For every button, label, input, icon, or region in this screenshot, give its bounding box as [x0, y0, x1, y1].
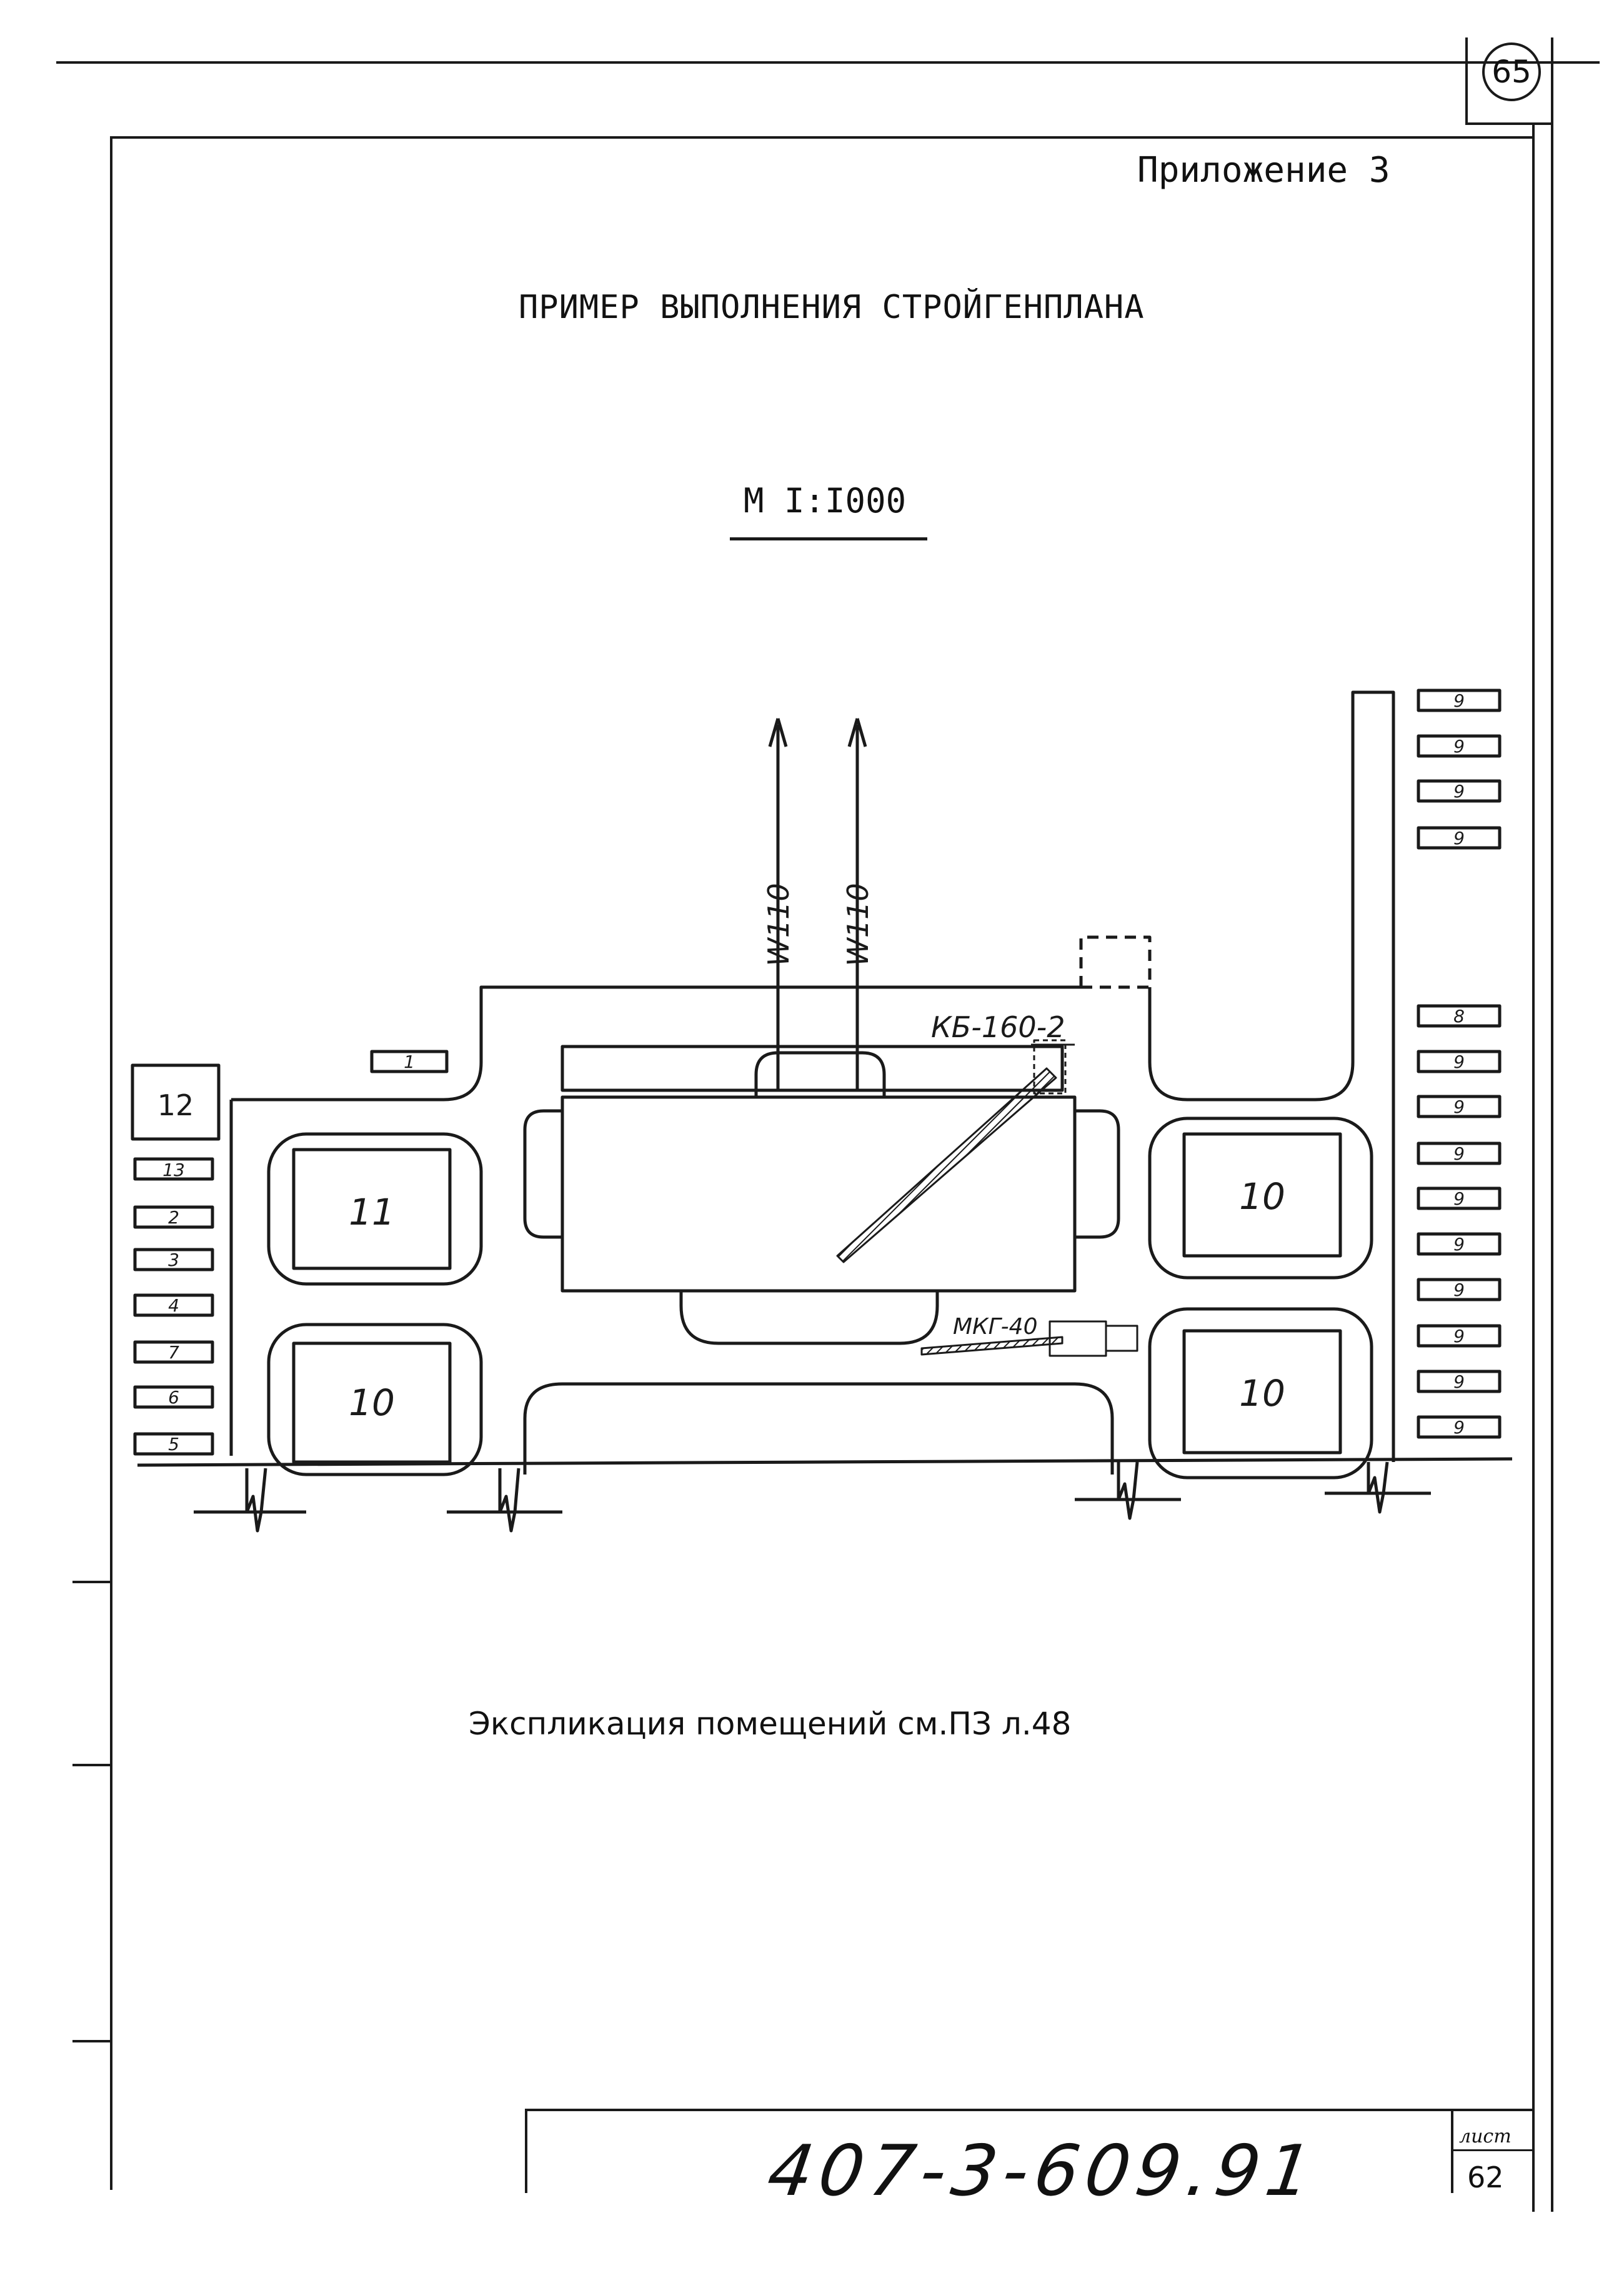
tower-crane-boom	[836, 1067, 1057, 1263]
structure-1-label: 1	[404, 1052, 415, 1072]
right-bottom-label-2: 9	[1453, 1052, 1465, 1072]
title-block-left	[525, 2109, 527, 2193]
right-bottom-label-10: 9	[1453, 1417, 1465, 1438]
left-col-label-2: 2	[168, 1207, 179, 1228]
right-top-label-3: 9	[1453, 781, 1465, 802]
site-road-outline	[231, 690, 1395, 1462]
block-upper-right	[1182, 1132, 1342, 1258]
structure-12-label: 12	[157, 1088, 194, 1122]
page-title: ПРИМЕР ВЫПОЛНЕНИЯ СТРОЙГЕНПЛАНА	[519, 289, 1145, 326]
inner-road	[523, 1382, 1114, 1475]
structure-1	[370, 1050, 449, 1073]
block-lower-left	[292, 1341, 452, 1464]
block-lower-left-label: 10	[349, 1381, 395, 1424]
frame-right-border	[1532, 125, 1535, 2212]
right-bottom-label-7: 9	[1453, 1280, 1465, 1300]
right-top-label-1: 9	[1453, 690, 1465, 711]
left-col-label-3: 3	[168, 1250, 179, 1270]
building-right-wing	[1075, 1109, 1120, 1239]
sheet-page-number: 65	[1482, 42, 1541, 101]
right-bottom-label-8: 9	[1453, 1326, 1465, 1346]
margin-tick-2	[72, 1764, 111, 1766]
structure-12	[131, 1063, 221, 1141]
gate-3-break	[1117, 1461, 1139, 1520]
mobile-crane-boom	[920, 1336, 1064, 1356]
gate-1-break	[245, 1468, 267, 1533]
appendix-label: Приложение 3	[1137, 150, 1390, 191]
left-col-label-6: 6	[168, 1387, 179, 1408]
utility-label-2: W110	[841, 883, 875, 966]
right-bottom-label-9: 9	[1453, 1371, 1465, 1392]
frame-top-line	[56, 61, 1600, 64]
frame-right-outer	[1551, 37, 1553, 2212]
explication-note: Экспликация помещений см.ПЗ л.48	[469, 1706, 1072, 1742]
building-bottom-bump	[679, 1291, 939, 1345]
block-upper-left-label: 11	[349, 1191, 395, 1233]
utility-label-1: W110	[762, 883, 795, 966]
drive-lower-left	[267, 1323, 483, 1476]
building-left-wing	[523, 1109, 562, 1239]
block-upper-left	[292, 1148, 452, 1270]
site-bottom-fence	[137, 1457, 1513, 1467]
document-code: 407-3-609.91	[762, 2131, 1323, 2212]
mobile-crane-label: МКГ-40	[953, 1314, 1037, 1340]
title-block-cell-line	[1451, 2149, 1533, 2151]
frame-right-corner-bottom	[1465, 122, 1553, 125]
crane-rail	[560, 1045, 1064, 1092]
block-lower-right	[1182, 1329, 1342, 1455]
gate-4-break	[1367, 1461, 1389, 1514]
sheet-label: лист	[1459, 2126, 1512, 2147]
drive-upper-right	[1148, 1117, 1373, 1280]
tower-crane-base	[1033, 1039, 1067, 1095]
frame-right-corner-left	[1465, 37, 1468, 125]
frame-left-border	[110, 137, 112, 2190]
scale-label: М I:I000	[744, 481, 907, 520]
right-top-label-4: 9	[1453, 828, 1465, 848]
right-bottom-label-4: 9	[1453, 1143, 1465, 1164]
tower-crane-label: КБ-160-2	[931, 1010, 1065, 1044]
temp-structure-dashed	[1079, 935, 1152, 987]
scale-underline	[730, 537, 927, 540]
right-bottom-label-5: 9	[1453, 1188, 1465, 1209]
sheet-number: 62	[1467, 2161, 1504, 2194]
title-block-top	[525, 2109, 1534, 2111]
left-col-label-7: 7	[168, 1342, 179, 1363]
gate-2-break	[498, 1468, 521, 1533]
building-top-bump	[754, 1051, 886, 1097]
main-building	[560, 1095, 1077, 1293]
drive-upper-left	[267, 1132, 483, 1286]
left-col-label-4: 4	[168, 1295, 179, 1316]
margin-tick-1	[72, 1581, 111, 1583]
frame-inner-top	[110, 136, 1533, 139]
left-col-label-13: 13	[162, 1160, 185, 1180]
block-lower-right-label: 10	[1239, 1372, 1285, 1415]
drive-lower-right	[1148, 1307, 1373, 1480]
margin-tick-3	[72, 2040, 111, 2042]
left-col-label-5: 5	[168, 1434, 179, 1455]
block-upper-right-label: 10	[1239, 1175, 1285, 1218]
right-bottom-label-3: 9	[1453, 1097, 1465, 1117]
right-bottom-label-6: 9	[1453, 1234, 1465, 1255]
right-top-label-2: 9	[1453, 736, 1465, 757]
right-bottom-label-1: 8	[1453, 1006, 1465, 1027]
